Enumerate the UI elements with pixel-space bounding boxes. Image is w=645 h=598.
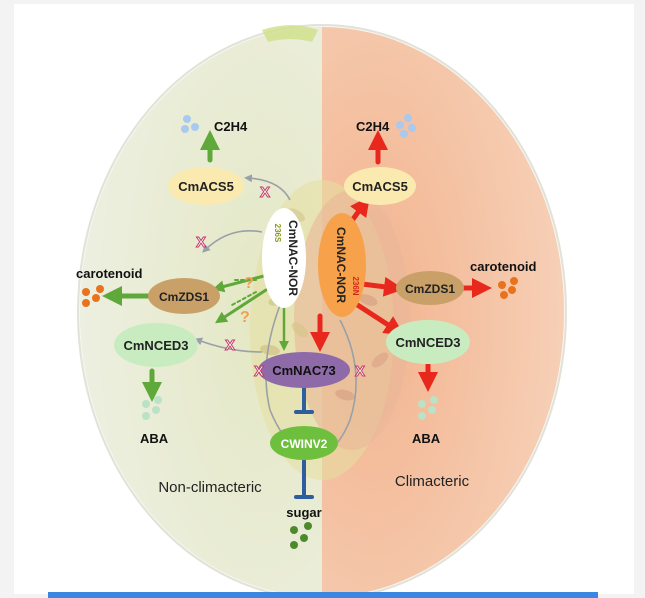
node-cmnac-nor-right: CmNAC-NOR 236N <box>318 213 366 317</box>
svg-text:236N: 236N <box>351 276 360 295</box>
label-aba-right: ABA <box>412 431 441 446</box>
caption-non-climacteric: Non-climacteric <box>158 479 262 496</box>
carotenoid-dots-left <box>82 285 104 307</box>
svg-text:CmNAC-NOR: CmNAC-NOR <box>286 220 300 296</box>
aba-dots-right <box>418 396 438 420</box>
node-cmzds1-right: CmZDS1 <box>396 271 464 305</box>
block-x-cmzds1: X <box>196 234 206 251</box>
sugar-dots <box>290 522 312 549</box>
svg-text:CmNAC73: CmNAC73 <box>272 363 336 378</box>
c2h4-dots-right <box>396 114 416 138</box>
svg-text:236S: 236S <box>273 224 282 243</box>
molecule-dots-icon <box>82 114 518 549</box>
green-arrows <box>102 130 289 402</box>
node-cmnced3-left: CmNCED3 <box>114 323 198 367</box>
caption-climacteric: Climacteric <box>395 473 470 490</box>
carotenoid-dots-right <box>498 277 518 299</box>
inhibit-bar-icon <box>294 385 314 499</box>
svg-text:CmZDS1: CmZDS1 <box>159 290 209 304</box>
node-cmzds1-left: CmZDS1 <box>148 278 220 314</box>
node-cwinv2: CWINV2 <box>270 426 338 460</box>
label-sugar: sugar <box>286 505 321 520</box>
block-x-cmnac73-left: X <box>254 363 264 380</box>
block-x-cmnac73-right: X <box>355 363 365 380</box>
svg-text:CmNCED3: CmNCED3 <box>395 335 460 350</box>
svg-text:CWINV2: CWINV2 <box>281 437 328 451</box>
svg-text:CmACS5: CmACS5 <box>352 179 408 194</box>
question-mark-2: ? <box>240 309 250 326</box>
svg-text:CmNCED3: CmNCED3 <box>123 338 188 353</box>
melon-fruit <box>77 24 567 598</box>
node-cmacs5-right: CmACS5 <box>344 167 416 205</box>
node-cmnced3-right: CmNCED3 <box>386 320 470 364</box>
label-carotenoid-left: carotenoid <box>76 266 143 281</box>
label-c2h4-right: C2H4 <box>356 119 390 134</box>
bottom-accent-bar <box>48 592 598 598</box>
svg-text:CmNAC-NOR: CmNAC-NOR <box>334 227 348 303</box>
block-x-cmnced3: X <box>225 337 235 354</box>
c2h4-dots-left <box>181 115 199 133</box>
aba-dots-left <box>142 396 162 420</box>
label-aba-left: ABA <box>140 431 169 446</box>
svg-text:CmACS5: CmACS5 <box>178 179 234 194</box>
svg-text:CmZDS1: CmZDS1 <box>405 282 455 296</box>
block-x-cmacs5: X <box>260 184 270 201</box>
node-cmnac-nor-left: CmNAC-NOR 236S <box>262 208 306 308</box>
block-x-icon: X X X X X <box>195 184 365 381</box>
label-carotenoid-right: carotenoid <box>470 259 537 274</box>
question-mark-1: ? <box>244 275 254 292</box>
node-cmacs5-left: CmACS5 <box>168 167 244 205</box>
node-cmnac73: CmNAC73 <box>258 352 350 388</box>
label-c2h4-left: C2H4 <box>214 119 248 134</box>
